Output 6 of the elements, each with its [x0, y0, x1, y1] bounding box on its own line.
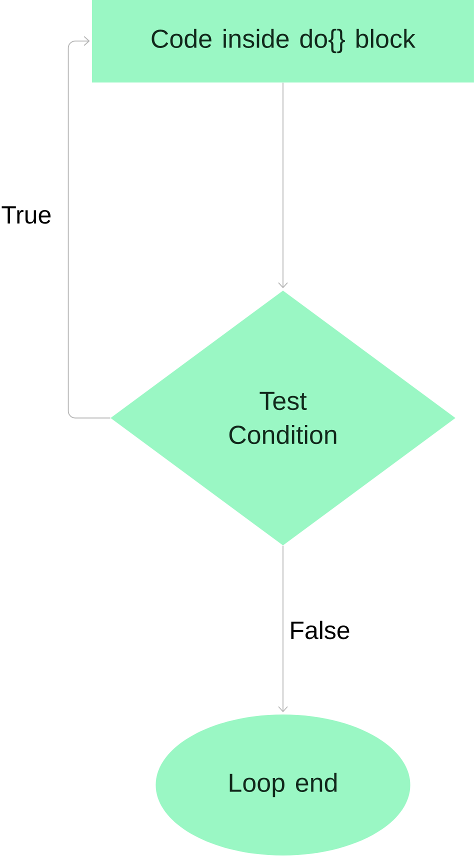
edge-label: False: [288, 620, 352, 640]
arrow: [68, 36, 111, 418]
arrow: [278, 82, 288, 288]
process-box: Code inside do{} block: [92, 0, 474, 83]
edge-label: True: [0, 205, 53, 225]
arrow: [278, 545, 288, 712]
